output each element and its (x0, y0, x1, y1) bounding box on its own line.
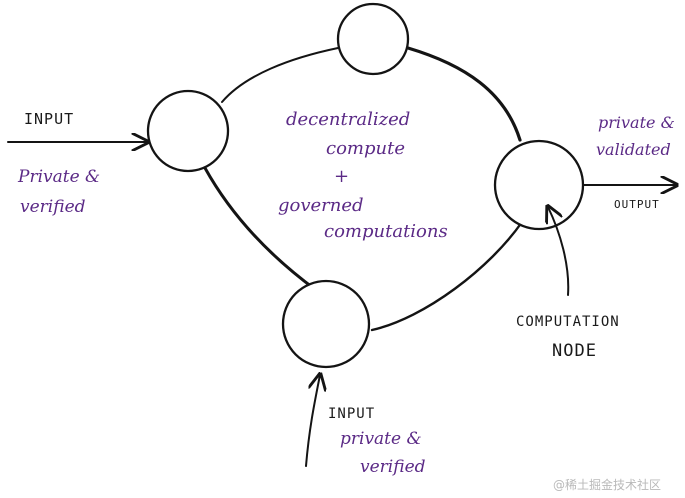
bottom-input-note-line1: private & (340, 429, 422, 449)
edge-top-right (406, 46, 522, 142)
right-output-note-line2: validated (596, 140, 671, 159)
right-output-note-line1: private & (598, 113, 675, 132)
edge-bottom-left (203, 166, 318, 292)
node-left (146, 89, 230, 173)
computation-node-pointer (548, 207, 570, 296)
center-label-line4: governed (278, 195, 364, 216)
center-label-line3: + (334, 166, 349, 187)
bottom-input-note-line2: verified (360, 457, 426, 477)
bottom-input-title: INPUT (328, 406, 375, 422)
left-input-note-line1: Private & (17, 167, 100, 187)
node-bottom (281, 279, 371, 369)
left-input-title: INPUT (24, 110, 74, 128)
center-label-line5: computations (324, 221, 448, 242)
center-label-line2: compute (326, 138, 405, 159)
edge-left-top (221, 47, 339, 103)
node-top (336, 2, 410, 76)
computation-node-label-line2: NODE (552, 341, 597, 361)
center-label-line1: decentralized (286, 109, 410, 130)
computation-node-label-line1: COMPUTATION (516, 314, 620, 330)
watermark: @稀土掘金技术社区 (553, 477, 661, 492)
input-arrow-bottom (305, 375, 320, 467)
node-right (493, 139, 585, 231)
edge-right-bottom (370, 220, 524, 332)
left-input-note-line2: verified (20, 197, 86, 217)
right-output-title: OUTPUT (614, 198, 660, 211)
